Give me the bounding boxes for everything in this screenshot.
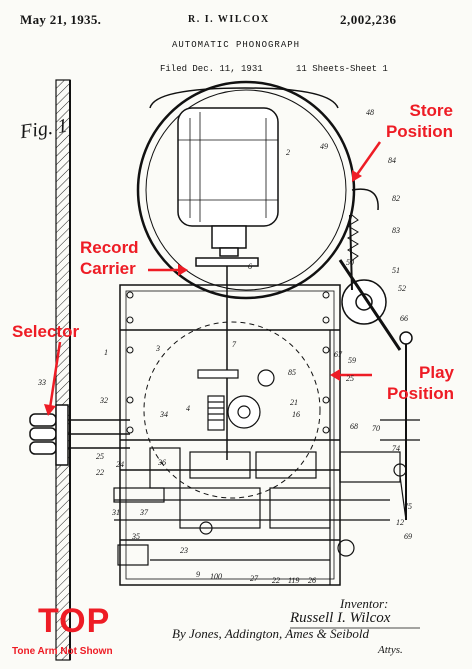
carrier-arm	[338, 188, 413, 351]
ref-numeral: 35	[132, 532, 140, 541]
ref-numeral: 12	[396, 518, 404, 527]
return-spring	[347, 214, 359, 263]
record-carrier-spindle	[195, 257, 259, 460]
attorneys-signature: By Jones, Addington, Ames & Seibold	[172, 626, 370, 641]
lower-mechanism	[113, 447, 401, 566]
inventor-label: Inventor:	[340, 596, 389, 611]
ref-numeral: 24	[116, 460, 124, 469]
view-label: TOP	[38, 602, 111, 640]
tone-arm-note: Tone Arm Not Shown	[12, 646, 113, 657]
ref-numeral: 9	[196, 570, 200, 579]
patent-title: AUTOMATIC PHONOGRAPH	[172, 40, 301, 50]
ref-numeral: 36	[158, 458, 166, 467]
selector-rods	[29, 404, 130, 466]
inventor-signature: Russell I. Wilcox	[290, 610, 391, 626]
ref-numeral: 33	[38, 378, 46, 387]
ref-numeral: 37	[140, 508, 148, 517]
ref-numeral: 1	[104, 348, 108, 357]
ref-numeral: 34	[160, 410, 168, 419]
ref-numeral: 84	[388, 156, 396, 165]
ref-numeral: 23	[180, 546, 188, 555]
selector-label: Selector	[12, 322, 80, 341]
ref-numeral: 22	[272, 576, 280, 585]
ref-numeral: 50	[346, 258, 354, 267]
ref-numeral: 22	[96, 468, 104, 477]
turntable-outline	[143, 321, 321, 499]
ref-numeral: 51	[392, 266, 400, 275]
ref-numeral: 74	[392, 444, 400, 453]
annotation-arrows	[44, 141, 382, 416]
ref-numeral: 85	[288, 368, 296, 377]
sheet-count: 11 Sheets-Sheet 1	[296, 64, 388, 74]
ref-numeral: 4	[186, 404, 190, 413]
ref-numeral: 68	[350, 422, 358, 431]
store-position-label: Store Position	[385, 101, 453, 141]
ref-numeral: 100	[210, 572, 222, 581]
ref-numeral: 70	[372, 424, 380, 433]
patent-date: May 21, 1935.	[20, 12, 102, 27]
ref-numeral: 2	[286, 148, 290, 157]
main-frame	[119, 284, 341, 586]
patent-number: 2,002,236	[340, 12, 397, 27]
ref-numeral: 32	[100, 396, 108, 405]
ref-numeral: 25	[346, 374, 354, 383]
ref-numeral: 67	[334, 350, 342, 359]
ref-numeral: 69	[404, 532, 412, 541]
ref-numeral: 75	[404, 502, 412, 511]
attys-label: Attys.	[378, 644, 403, 656]
wall-plate	[55, 79, 71, 661]
filed-date: Filed Dec. 11, 1931	[160, 64, 263, 74]
frame-rivets	[126, 291, 330, 434]
ref-numeral: 25	[96, 452, 104, 461]
ref-numeral: 66	[400, 314, 408, 323]
ref-numeral: 83	[392, 226, 400, 235]
ref-numeral: 3	[156, 344, 160, 353]
drive-gears	[197, 369, 275, 431]
ref-numeral: 21	[290, 398, 298, 407]
ref-numeral: 49	[320, 142, 328, 151]
ref-numeral: 27	[250, 574, 258, 583]
ref-numeral: 31	[112, 508, 120, 517]
ref-numeral: 119	[288, 576, 300, 585]
inventor-header: R. I. WILCOX	[188, 14, 270, 25]
record-carrier-label: Record Carrier	[80, 238, 139, 278]
motor	[177, 107, 279, 257]
ref-numeral: 52	[398, 284, 406, 293]
right-linkage	[380, 419, 420, 521]
ref-numeral: 82	[392, 194, 400, 203]
ref-numeral: 48	[366, 108, 374, 117]
ref-numeral: 59	[348, 356, 356, 365]
ref-numeral: 16	[292, 410, 300, 419]
ref-numeral: 6	[248, 262, 252, 271]
play-position-label: Play Position	[386, 363, 454, 403]
ref-numeral: 7	[232, 340, 236, 349]
ref-numeral: 26	[308, 576, 316, 585]
